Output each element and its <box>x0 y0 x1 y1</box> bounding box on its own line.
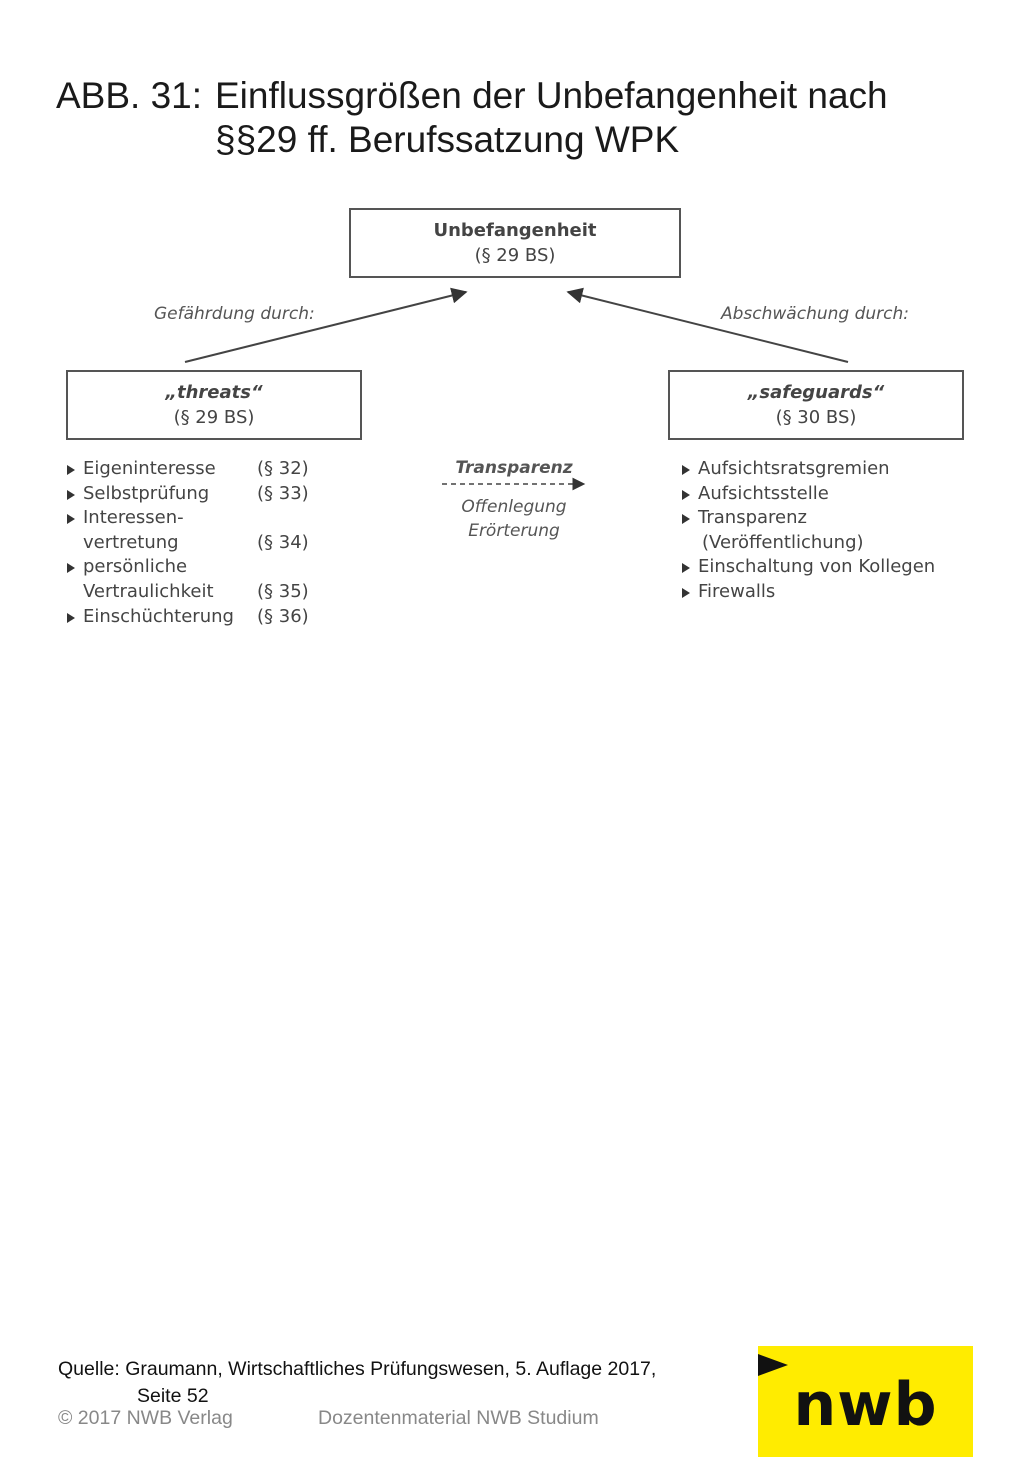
threat-label: Eigeninteresse <box>83 458 216 479</box>
bullet-triangle-icon <box>67 489 75 500</box>
list-item: Aufsichtsratsgremien <box>682 457 972 482</box>
threat-label: vertretung <box>83 531 179 553</box>
safeguard-label: (Veröffentlichung) <box>702 531 864 553</box>
list-item: Eigeninteresse (§ 32) <box>67 457 327 482</box>
threat-ref: (§ 35) <box>257 580 309 602</box>
bullet-triangle-icon <box>67 563 75 574</box>
safeguard-label: Transparenz <box>698 507 807 529</box>
safeguards-title: „safeguards“ <box>747 382 885 403</box>
threat-edge-label: Gefährdung durch: <box>154 304 315 324</box>
footer-material: Dozentenmaterial NWB Studium <box>318 1407 599 1429</box>
bullet-triangle-icon <box>67 612 75 623</box>
diagram-connectors <box>184 287 849 491</box>
threat-label: persönliche <box>83 556 188 578</box>
bullet-triangle-icon <box>682 465 690 475</box>
safeguards-box: „safeguards“ (§ 30 BS) <box>668 370 964 440</box>
threat-ref: (§ 34) <box>257 531 309 553</box>
page-title-line-1: Einflussgrößen der Unbefangenheit nach <box>215 75 888 116</box>
list-item: Selbstprüfung (§ 33) <box>67 482 327 507</box>
list-item: Firewalls <box>682 580 972 605</box>
bullet-triangle-icon <box>682 587 690 598</box>
logo-arrow-icon <box>758 1354 788 1376</box>
safeguard-label: Einschaltung von Kollegen <box>698 556 936 578</box>
list-item: vertretung (§ 34) <box>67 531 327 556</box>
bullet-triangle-icon <box>67 465 75 475</box>
bullet-triangle-icon <box>682 563 690 574</box>
threats-box: „threats“ (§ 29 BS) <box>66 370 362 440</box>
independence-title: Unbefangenheit <box>433 220 597 241</box>
threats-list: Eigeninteresse (§ 32) Selbstprüfung (§ 3… <box>67 457 327 629</box>
bullet-triangle-icon <box>682 514 690 525</box>
discussion-label: Erörterung <box>468 521 560 541</box>
threats-title: „threats“ <box>165 382 263 403</box>
figure-number: ABB. 31: <box>56 75 203 116</box>
safeguards-list: Aufsichtsratsgremien Aufsichtsstelle Tra… <box>682 457 972 605</box>
threat-ref: (§ 32) <box>257 458 309 479</box>
safeguard-label: Firewalls <box>698 580 776 602</box>
safeguard-arrow <box>566 287 849 363</box>
independence-box: Unbefangenheit (§ 29 BS) <box>349 208 681 278</box>
list-item: Einschüchterung (§ 36) <box>67 605 327 630</box>
list-item: Einschaltung von Kollegen <box>682 555 972 580</box>
threat-label: Vertraulichkeit <box>83 580 214 602</box>
nwb-logo: nwb <box>758 1346 973 1457</box>
list-item: (Veröffentlichung) <box>682 531 972 556</box>
threat-ref: (§ 33) <box>257 482 309 504</box>
list-item: Transparenz <box>682 506 972 531</box>
safeguard-edge-label: Abschwächung durch: <box>721 304 909 324</box>
bullet-triangle-icon <box>67 514 75 525</box>
list-item: Vertraulichkeit (§ 35) <box>67 580 327 605</box>
logo-text: nwb <box>793 1370 938 1440</box>
threat-label: Interessen- <box>83 507 184 529</box>
list-item: Interessen- <box>67 506 327 531</box>
threat-label: Einschüchterung <box>83 605 234 627</box>
threat-arrow <box>184 287 468 363</box>
list-item: persönliche <box>67 555 327 580</box>
list-item: Aufsichtsstelle <box>682 482 972 507</box>
safeguard-label: Aufsichtsstelle <box>698 482 829 504</box>
bullet-triangle-icon <box>682 489 690 500</box>
safeguard-label: Aufsichtsratsgremien <box>698 458 890 479</box>
source-citation: Quelle: Graumann, Wirtschaftliches Prüfu… <box>58 1356 656 1410</box>
disclosure-label: Offenlegung <box>461 497 567 517</box>
threat-ref: (§ 36) <box>257 605 309 627</box>
source-line-2: Seite 52 <box>137 1385 209 1407</box>
source-line-1: Quelle: Graumann, Wirtschaftliches Prüfu… <box>58 1358 657 1380</box>
threats-ref: (§ 29 BS) <box>173 407 255 428</box>
threat-label: Selbstprüfung <box>83 482 210 504</box>
independence-ref: (§ 29 BS) <box>474 245 556 266</box>
copyright: © 2017 NWB Verlag <box>58 1407 233 1429</box>
transparency-label: Transparenz <box>455 458 573 478</box>
safeguards-ref: (§ 30 BS) <box>775 407 857 428</box>
page-title-line-2: §§29 ff. Berufssatzung WPK <box>215 119 680 160</box>
